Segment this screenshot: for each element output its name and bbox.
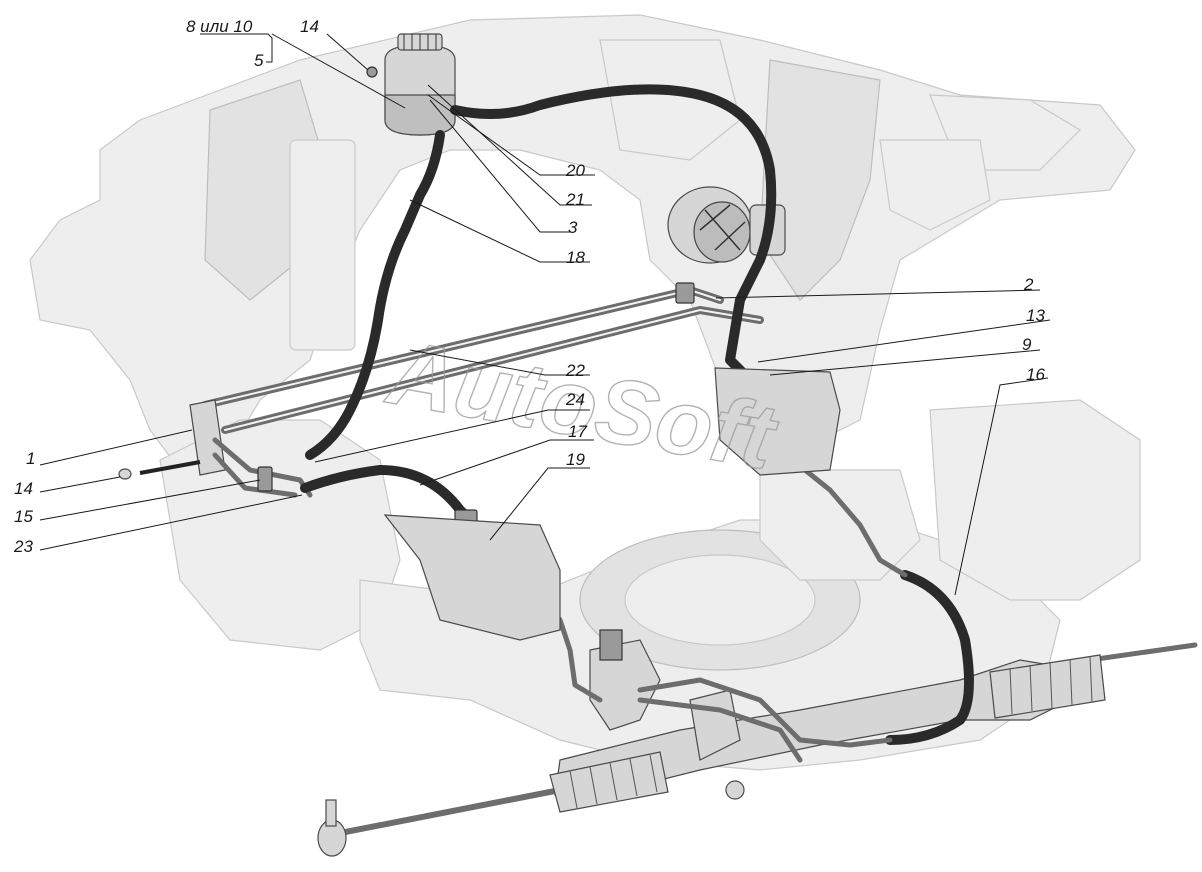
callout-24: 24	[565, 390, 585, 409]
tie-rod-end	[317, 799, 347, 857]
callout-2: 2	[1023, 275, 1034, 294]
callout-9: 9	[1022, 335, 1032, 354]
rack-boot-left	[549, 751, 669, 813]
steering-valve-housing	[589, 629, 745, 800]
power-steering-pump	[667, 186, 786, 264]
callout-14-top: 14	[300, 17, 319, 36]
engine-block-ghost	[359, 399, 1141, 771]
rack-boot-right	[989, 654, 1106, 719]
callout-22: 22	[565, 361, 585, 380]
callout-21: 21	[565, 190, 585, 209]
callout-17: 17	[568, 422, 587, 441]
callout-20: 20	[565, 161, 585, 180]
callout-5: 5	[254, 51, 264, 70]
callout-16: 16	[1026, 365, 1045, 384]
callout-8-or-10: 8 или 10	[186, 17, 253, 36]
callout-23: 23	[13, 537, 33, 556]
callout-labels: 8 или 10 5 14 20 21 3 18 2 13 9 16 22 24…	[13, 17, 1045, 556]
fluid-reservoir	[384, 33, 456, 136]
callout-18: 18	[566, 248, 585, 267]
clamps-and-brackets	[118, 66, 841, 641]
front-end-carrier-ghost	[29, 14, 1136, 651]
steering-rack	[317, 629, 1198, 857]
callout-14-left: 14	[14, 479, 33, 498]
callout-3: 3	[568, 218, 578, 237]
callout-1: 1	[26, 449, 35, 468]
callout-19: 19	[566, 450, 585, 469]
callout-15: 15	[14, 507, 33, 526]
leader-lines	[39, 33, 1051, 596]
callout-13: 13	[1026, 306, 1045, 325]
